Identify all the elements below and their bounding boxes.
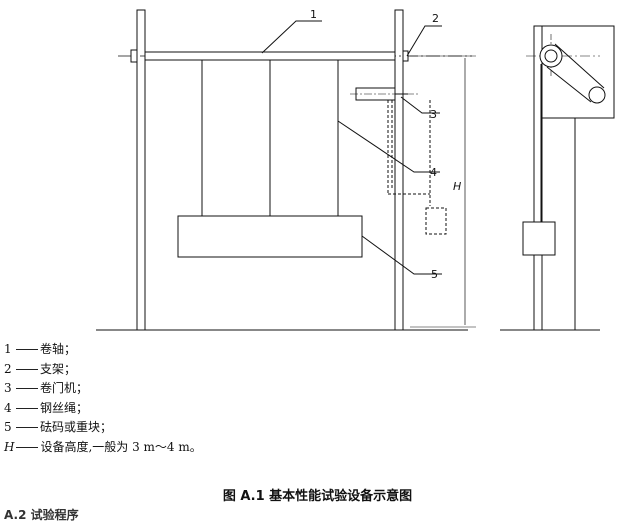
section-heading-partial: A.2 试验程序: [4, 508, 79, 522]
side-bracket: [533, 25, 615, 119]
legend-key: 2: [4, 361, 12, 376]
callout-4: 4: [430, 166, 437, 179]
shaft-end-right: [402, 50, 409, 62]
legend-item: 3 卷门机；: [4, 379, 202, 399]
legend-text: 砝码或重块；: [40, 420, 113, 434]
legend-text: 卷轴；: [40, 342, 77, 356]
shaft-end-left: [130, 49, 138, 63]
legend-key: 5: [4, 420, 12, 434]
callout-5: 5: [431, 268, 438, 281]
legend-dash: [16, 349, 38, 350]
callout-1: 1: [310, 8, 317, 21]
leader-3: [400, 96, 440, 114]
side-reel-inner: [544, 49, 558, 63]
legend-key: H: [4, 439, 15, 454]
right-post: [394, 9, 404, 331]
side-chain-top: [554, 43, 605, 89]
legend-item: 5 砝码或重块；: [4, 418, 202, 438]
side-reel-outer: [539, 44, 563, 68]
legend-dash: [16, 388, 38, 389]
legend-item: 2 支架；: [4, 360, 202, 380]
side-operator-wheel: [588, 86, 606, 104]
legend-text: 钢丝绳；: [40, 400, 89, 415]
legend-dash: [16, 427, 38, 428]
callout-2: 2: [432, 12, 439, 25]
weight-block: [177, 215, 363, 258]
legend-item: 1 卷轴；: [4, 340, 202, 360]
callout-3: 3: [430, 108, 437, 121]
legend-text: 设备高度,一般为 3 m～4 m。: [40, 439, 202, 454]
leader-5: [361, 235, 442, 275]
legend-dash: [16, 368, 38, 370]
dash-weight: [425, 207, 447, 235]
leader-1: [261, 20, 322, 54]
legend-dash: [16, 446, 39, 448]
legend-key: 1: [4, 342, 12, 356]
figure-caption: 图 A.1 基本性能试验设备示意图: [222, 489, 413, 504]
dimension-h-label: H: [453, 180, 461, 193]
roller-shaft: [144, 51, 396, 61]
legend: 1 卷轴； 2 支架； 3 卷门机； 4 钢丝绳； 5 砝码或重块； H 设备高度,一般为 …: [4, 340, 202, 457]
side-post: [533, 25, 543, 331]
legend-text: 卷门机；: [40, 381, 89, 395]
left-post: [136, 9, 146, 331]
legend-item: H 设备高度,一般为 3 m～4 m。: [4, 438, 202, 458]
legend-text: 支架；: [40, 361, 77, 376]
test-apparatus-diagram: 1 2 3 4 5 H: [96, 8, 615, 331]
side-chain-bottom: [546, 66, 592, 103]
leader-4: [337, 120, 440, 173]
legend-key: 4: [4, 400, 12, 415]
legend-key: 3: [4, 381, 12, 395]
side-weight: [522, 221, 556, 256]
leader-2: [406, 25, 442, 57]
legend-dash: [16, 407, 38, 409]
legend-item: 4 钢丝绳；: [4, 399, 202, 419]
